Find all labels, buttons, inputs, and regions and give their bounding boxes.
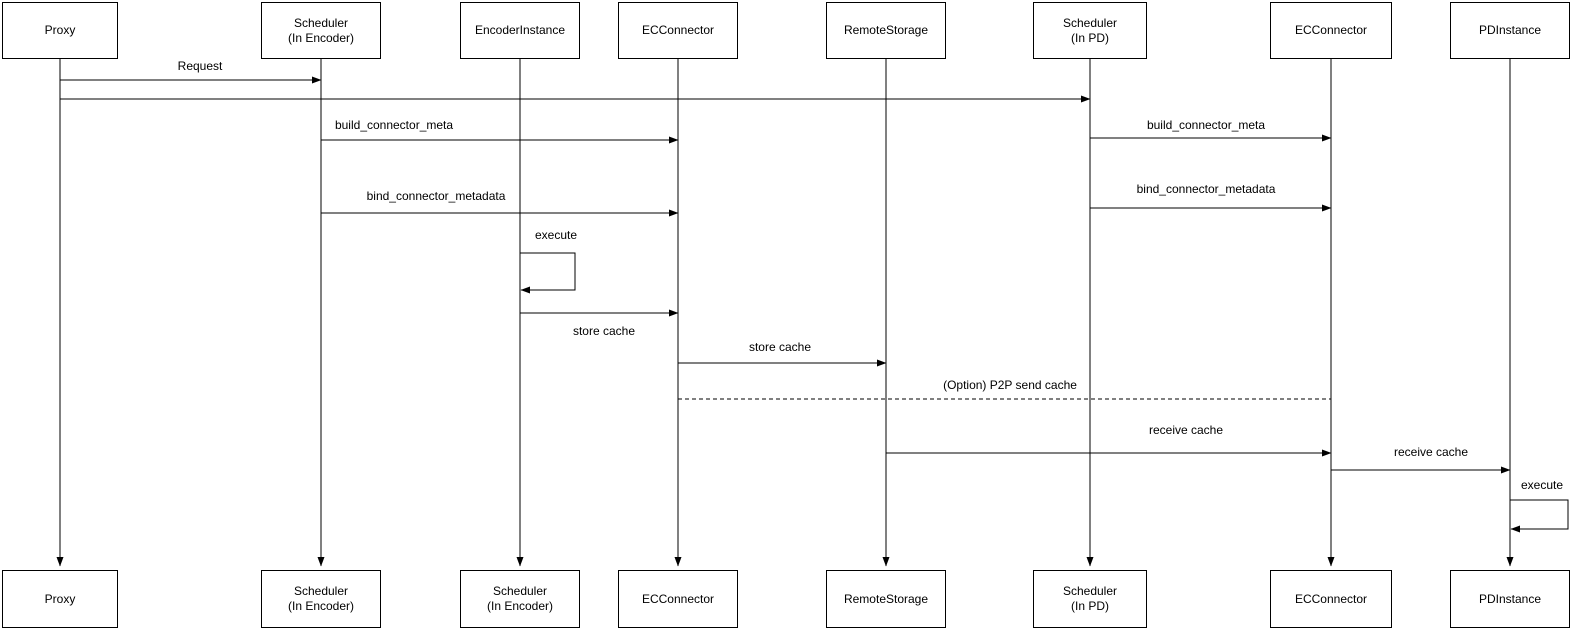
actor-box-top-encoder-instance: EncoderInstance bbox=[460, 2, 580, 59]
actor-box-top-scheduler-in-pd: Scheduler(In PD) bbox=[1033, 2, 1147, 59]
message-label: build_connector_meta bbox=[332, 118, 456, 132]
message-label: Request bbox=[175, 59, 225, 73]
message-label: receive cache bbox=[1391, 445, 1471, 459]
self-message-loop bbox=[1510, 499, 1569, 533]
actor-box-top-ec-connector-encoder: ECConnector bbox=[618, 2, 738, 59]
actor-label-line: Scheduler bbox=[1062, 584, 1118, 598]
actor-label-line: Proxy bbox=[44, 591, 76, 606]
actor-label-line: RemoteStorage bbox=[843, 591, 929, 606]
message-label: bind_connector_metadata bbox=[364, 189, 508, 203]
message-label: receive cache bbox=[1146, 423, 1226, 437]
message-label: store cache bbox=[746, 340, 814, 354]
actor-label-line: (In Encoder) bbox=[287, 30, 355, 45]
actor-label-line: ECConnector bbox=[1294, 23, 1368, 37]
actor-label-line: EncoderInstance bbox=[474, 23, 566, 37]
actor-label-line: ECConnector bbox=[1294, 591, 1368, 606]
actor-label-line: (In PD) bbox=[1070, 599, 1109, 613]
self-message-loop bbox=[520, 252, 576, 294]
actor-label-line: ECConnector bbox=[641, 23, 715, 37]
actor-label-line: Scheduler bbox=[293, 584, 349, 598]
actor-box-top-remote-storage: RemoteStorage bbox=[826, 2, 946, 59]
actor-box-bottom-scheduler-in-encoder: Scheduler(In Encoder) bbox=[261, 570, 381, 628]
message-label: execute bbox=[532, 228, 580, 242]
actor-box-bottom-encoder-instance: Scheduler(In Encoder) bbox=[460, 570, 580, 628]
actor-label-line: (In PD) bbox=[1070, 30, 1109, 45]
message-label: (Option) P2P send cache bbox=[941, 378, 1079, 392]
actor-label-line: (In Encoder) bbox=[287, 599, 355, 613]
actor-label-line: ECConnector bbox=[641, 591, 715, 606]
actor-box-bottom-scheduler-in-pd: Scheduler(In PD) bbox=[1033, 570, 1147, 628]
message-label: execute bbox=[1518, 478, 1566, 492]
actor-label-line: Proxy bbox=[44, 23, 76, 37]
actor-label-line: PDInstance bbox=[1478, 23, 1542, 37]
actor-box-top-scheduler-in-encoder: Scheduler(In Encoder) bbox=[261, 2, 381, 59]
actor-box-bottom-ec-connector-encoder: ECConnector bbox=[618, 570, 738, 628]
actor-box-top-proxy: Proxy bbox=[2, 2, 118, 59]
actor-label-line: PDInstance bbox=[1478, 591, 1542, 606]
actor-box-bottom-pd-instance: PDInstance bbox=[1450, 570, 1570, 628]
actor-box-bottom-remote-storage: RemoteStorage bbox=[826, 570, 946, 628]
actor-box-bottom-proxy: Proxy bbox=[2, 570, 118, 628]
actor-box-top-ec-connector-pd: ECConnector bbox=[1270, 2, 1392, 59]
actor-label-line: Scheduler bbox=[293, 15, 349, 30]
actor-label-line: (In Encoder) bbox=[486, 599, 554, 613]
message-label: store cache bbox=[570, 324, 638, 338]
message-label: build_connector_meta bbox=[1144, 118, 1268, 132]
actor-label-line: Scheduler bbox=[1062, 15, 1118, 30]
message-label: bind_connector_metadata bbox=[1134, 182, 1278, 196]
actor-label-line: Scheduler bbox=[492, 584, 548, 598]
actor-box-bottom-ec-connector-pd: ECConnector bbox=[1270, 570, 1392, 628]
actor-box-top-pd-instance: PDInstance bbox=[1450, 2, 1570, 59]
actor-label-line: RemoteStorage bbox=[843, 23, 929, 37]
